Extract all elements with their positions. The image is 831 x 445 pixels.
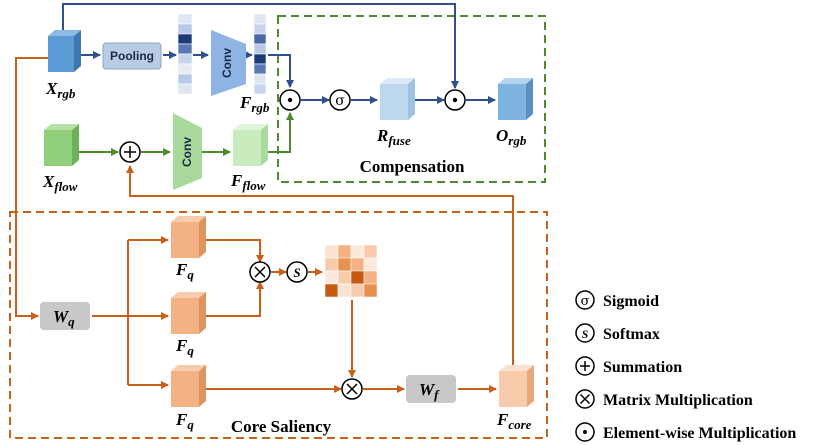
matmul-op-2 [341, 378, 363, 400]
legend-label-softmax: Softmax [603, 326, 660, 343]
flow-lines [78, 112, 294, 156]
f-q-label-top: Fq [175, 260, 194, 282]
svg-text:σ: σ [581, 294, 590, 309]
conv-block-rgb: Conv [211, 30, 246, 96]
x-flow-cube [44, 124, 79, 166]
w-f-sub: f [434, 387, 440, 402]
compensation-title: Compensation [360, 157, 465, 176]
legend-item-sigmoid: σ Sigmoid [575, 290, 659, 310]
elementwise-op-2 [444, 89, 466, 111]
core-lines [15, 57, 514, 393]
matmul-op-1 [249, 261, 271, 283]
softmax-icon [575, 323, 595, 343]
w-q-main: W [53, 307, 70, 326]
x-rgb-cube [48, 30, 81, 72]
pooling-block: Pooling [102, 42, 162, 70]
legend-label-matmul: Matrix Multiplication [603, 392, 753, 409]
core-saliency-region [9, 211, 548, 439]
svg-text:S: S [293, 265, 300, 280]
f-rgb-label: Frgb [239, 93, 270, 115]
legend-item-elementwise: Element-wise Multiplication [575, 422, 796, 442]
f-q-label-bottom: Fq [175, 410, 194, 432]
w-q-block: Wq [40, 302, 90, 330]
legend-label-sigmoid: Sigmoid [603, 293, 659, 310]
f-flow-cube [233, 124, 268, 166]
f-q-cube-top [171, 216, 206, 258]
legend-label-summation: Summation [603, 359, 682, 376]
x-rgb-label: Xrgb [45, 79, 76, 101]
softmax-op: S [286, 261, 308, 283]
f-q-cube-bottom [171, 365, 206, 407]
conv-block-flow: Conv [173, 113, 202, 190]
legend-item-softmax: S Softmax [575, 323, 660, 343]
svg-text:Wf: Wf [419, 380, 440, 402]
pooled-vector [177, 13, 193, 95]
o-rgb-label: Orgb [496, 126, 527, 148]
w-f-block: Wf [406, 375, 456, 403]
legend-label-elementwise: Element-wise Multiplication [603, 425, 796, 442]
r-fuse-cube [380, 78, 415, 120]
svg-text:S: S [582, 327, 589, 341]
w-q-sub: q [68, 314, 75, 329]
x-flow-label: Xflow [42, 172, 78, 194]
elementwise-op-1 [279, 89, 301, 111]
rgb-flow-lines [62, 3, 496, 104]
legend-item-matmul: Matrix Multiplication [575, 389, 753, 409]
attention-matrix [324, 244, 378, 298]
legend-item-summation: Summation [575, 356, 682, 376]
f-core-cube [499, 365, 534, 407]
legend: σ Sigmoid S Softmax Summation Matrix Mul… [575, 290, 796, 442]
f-flow-label: Fflow [230, 171, 266, 193]
pooling-label: Pooling [110, 49, 154, 63]
svg-text:Wq: Wq [53, 307, 75, 329]
conv-label-flow: Conv [180, 137, 194, 167]
f-rgb-vector [253, 13, 267, 95]
summation-op [119, 141, 141, 163]
f-q-label-middle: Fq [175, 336, 194, 358]
r-fuse-label: Rfuse [376, 126, 411, 148]
compensation-region [277, 15, 546, 183]
conv-label-rgb: Conv [220, 48, 234, 78]
o-rgb-cube [498, 78, 533, 120]
core-saliency-title: Core Saliency [231, 417, 332, 436]
svg-text:σ: σ [335, 93, 345, 109]
sigmoid-op: σ [329, 89, 351, 111]
f-core-label: Fcore [496, 410, 532, 432]
f-q-cube-middle [171, 292, 206, 334]
sigmoid-icon [575, 290, 595, 310]
w-f-main: W [419, 380, 436, 399]
